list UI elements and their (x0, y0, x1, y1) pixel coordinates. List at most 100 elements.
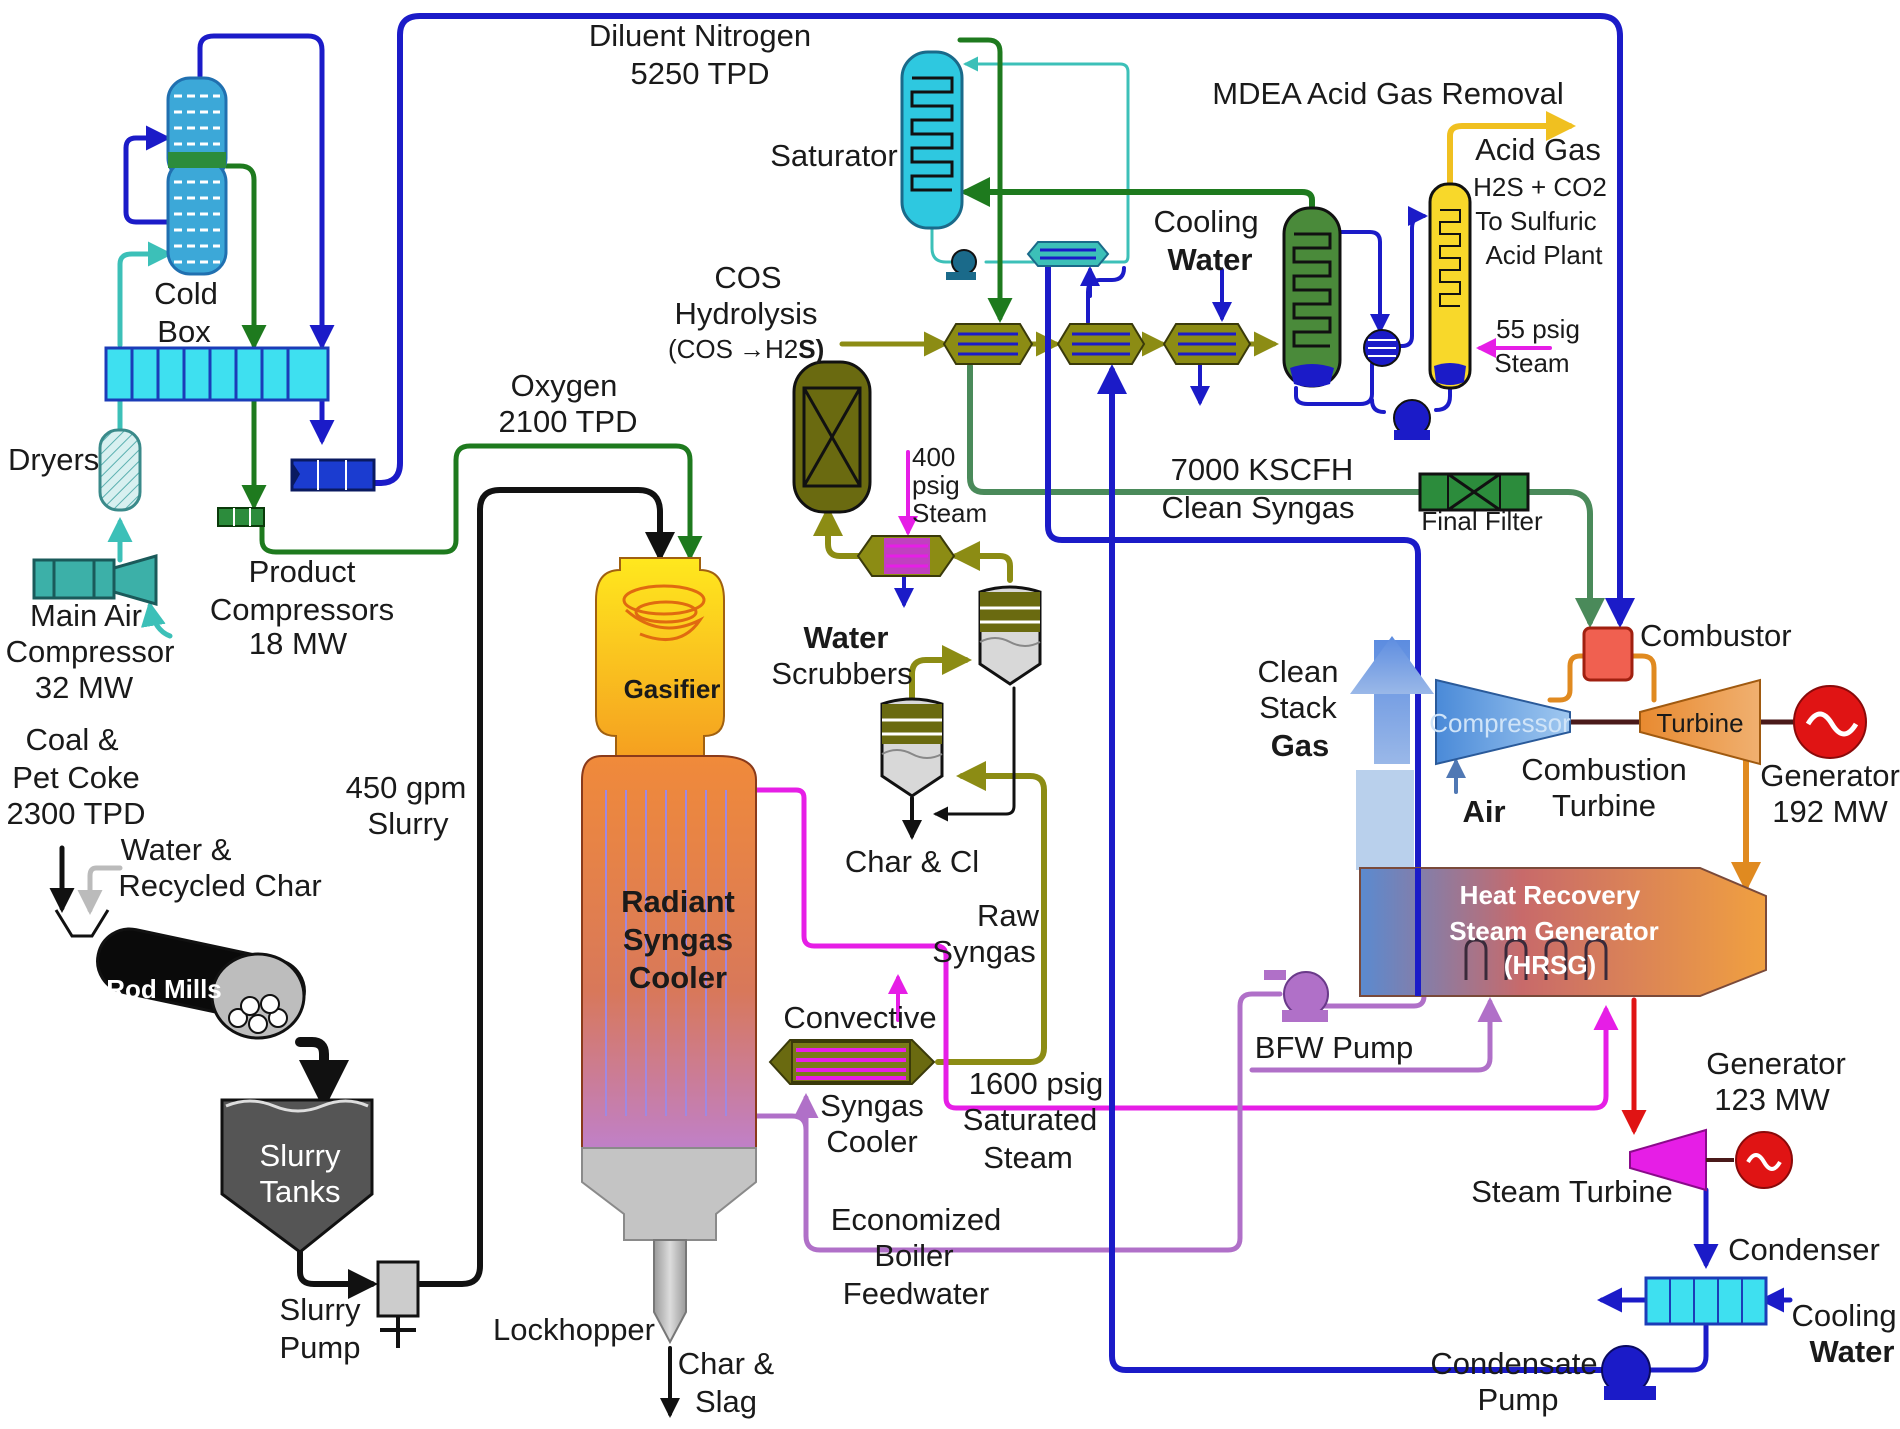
label-steam-400-1: 400 (912, 442, 955, 472)
slurry-tank (220, 1098, 374, 1254)
label-steam-400-3: Steam (912, 498, 987, 528)
label-hrsg-1: Heat Recovery (1460, 880, 1641, 910)
saturator-outlet-line (957, 37, 1013, 323)
radiant-syngas-cooler (581, 755, 757, 1241)
absorber-bottom-line (1294, 362, 1374, 406)
oxygen-compressor (217, 507, 265, 527)
label-condenser: Condenser (1728, 1232, 1880, 1267)
label-raw-syngas-1: Raw (977, 898, 1040, 933)
acid-gas-line (1447, 111, 1576, 187)
steam-turbine-unit (1629, 1128, 1793, 1192)
condenser-to-pump-line (1643, 1323, 1709, 1373)
syngas-cooler-cw (1162, 323, 1252, 365)
label-water-scrubbers-2: Scrubbers (771, 656, 912, 691)
label-slurry-tanks-2: Tanks (260, 1174, 341, 1209)
steam-heater-exchanger (856, 535, 956, 577)
syngas-exchanger-2 (1056, 323, 1146, 365)
label-sat-steam-3: Steam (983, 1140, 1073, 1175)
exchanger-to-cos-line (813, 506, 863, 559)
label-sat-steam-1: 1600 psig (969, 1066, 1103, 1101)
main-heat-exchanger (104, 346, 330, 402)
scrubber-1-to-2-line (909, 645, 972, 705)
label-oxygen-1: Oxygen (511, 368, 618, 403)
combustor-unit (1582, 626, 1634, 682)
cold-box-nitrogen-line (197, 33, 335, 350)
water-scrubber-1 (880, 697, 944, 798)
raw-syngas-line (935, 761, 1047, 1065)
label-final-filter: Final Filter (1421, 506, 1543, 536)
label-dryers: Dryers (8, 442, 99, 477)
label-economized-2: Boiler (874, 1238, 953, 1273)
amine-pump (1393, 399, 1431, 440)
label-cos-3c: S) (798, 334, 824, 364)
label-hrsg-2: Steam Generator (1449, 916, 1659, 946)
label-cold-box-1: Cold (154, 276, 218, 311)
saturator-column (900, 50, 964, 230)
label-char-cl: Char & Cl (845, 844, 979, 879)
scrubber-2-blowdown-line (933, 686, 1016, 822)
label-bfw-pump: BFW Pump (1255, 1030, 1413, 1065)
cold-box-column (166, 76, 228, 276)
label-slurry-tanks-1: Slurry (260, 1138, 341, 1173)
saturator-water-return (963, 56, 1130, 264)
label-cooling-water-bot-1: Cooling (1791, 1298, 1896, 1333)
label-steam-55-1: 55 psig (1496, 314, 1580, 344)
label-product-comp-1: Product (249, 554, 356, 589)
label-hrsg-3: (HRSG) (1504, 950, 1596, 980)
label-rod-mills: Rod Mills (106, 974, 222, 1004)
stream-lines (49, 13, 1797, 1418)
clean-syngas-to-combustor (1525, 489, 1605, 628)
label-turbine: Turbine (1656, 708, 1743, 738)
power-block (1264, 626, 1867, 1400)
slurry-pump (376, 1260, 420, 1348)
rsc-steam-loop (595, 787, 1619, 1111)
label-generator-192-2: 192 MW (1772, 794, 1888, 829)
label-air: Air (1462, 794, 1505, 829)
label-gasifier: Gasifier (624, 674, 721, 704)
hrsg-unit (1359, 867, 1767, 997)
label-steam-turbine: Steam Turbine (1471, 1174, 1673, 1209)
condenser-unit (1644, 1276, 1768, 1326)
diluent-nitrogen-line (309, 13, 1635, 628)
label-cold-box-2: Box (157, 314, 211, 349)
gt-generator (1793, 685, 1867, 759)
label-mdea: MDEA Acid Gas Removal (1212, 76, 1563, 111)
label-convective-1: Convective (783, 1000, 936, 1035)
label-acid-plant: Acid Plant (1485, 240, 1603, 270)
label-cos-3b: H2 (765, 334, 798, 364)
air-to-cold-box-line (117, 241, 173, 348)
water-scrubber-2 (978, 585, 1042, 686)
label-slurry-pump-2: Pump (280, 1330, 361, 1365)
compressor-to-combustor (1547, 653, 1587, 703)
bfw-to-rsc-line (593, 1095, 809, 1133)
label-diluent-nitrogen: Diluent Nitrogen (589, 18, 811, 53)
feed-hopper (54, 909, 110, 938)
gasifier-section (581, 557, 757, 1345)
label-generator-123-1: Generator (1706, 1046, 1846, 1081)
dryer-vessel (98, 428, 142, 512)
label-coal-3: 2300 TPD (6, 796, 145, 831)
label-cos-2: Hydrolysis (675, 296, 818, 331)
label-rsc-3: Cooler (629, 960, 727, 995)
label-combustor: Combustor (1640, 618, 1792, 653)
water-char-feed-arrow (77, 865, 123, 915)
air-separation-unit (32, 76, 376, 606)
slurry-to-gasifier-line (417, 487, 675, 1287)
label-main-air-1: Main Air (30, 598, 142, 633)
gasifier-flame (622, 584, 706, 642)
label-saturator: Saturator (770, 138, 898, 173)
heat-exchanger-loop (1086, 266, 1126, 324)
saturator-water-loop (930, 224, 964, 264)
label-sat-steam-2: Saturated (963, 1102, 1097, 1137)
label-char-slag-2: Slag (695, 1384, 757, 1419)
label-char-slag-1: Char & (678, 1346, 775, 1381)
lean-amine-return (1370, 398, 1386, 414)
cos-hydrolysis-reactor (792, 360, 872, 514)
saturator-pump (946, 249, 977, 280)
label-cooling-water-bot-2: Water (1810, 1334, 1895, 1369)
label-slurry-rate-2: Slurry (368, 806, 449, 841)
rich-amine-line (1338, 230, 1390, 334)
final-filter (1418, 472, 1530, 512)
bfw-pump (1264, 970, 1329, 1022)
